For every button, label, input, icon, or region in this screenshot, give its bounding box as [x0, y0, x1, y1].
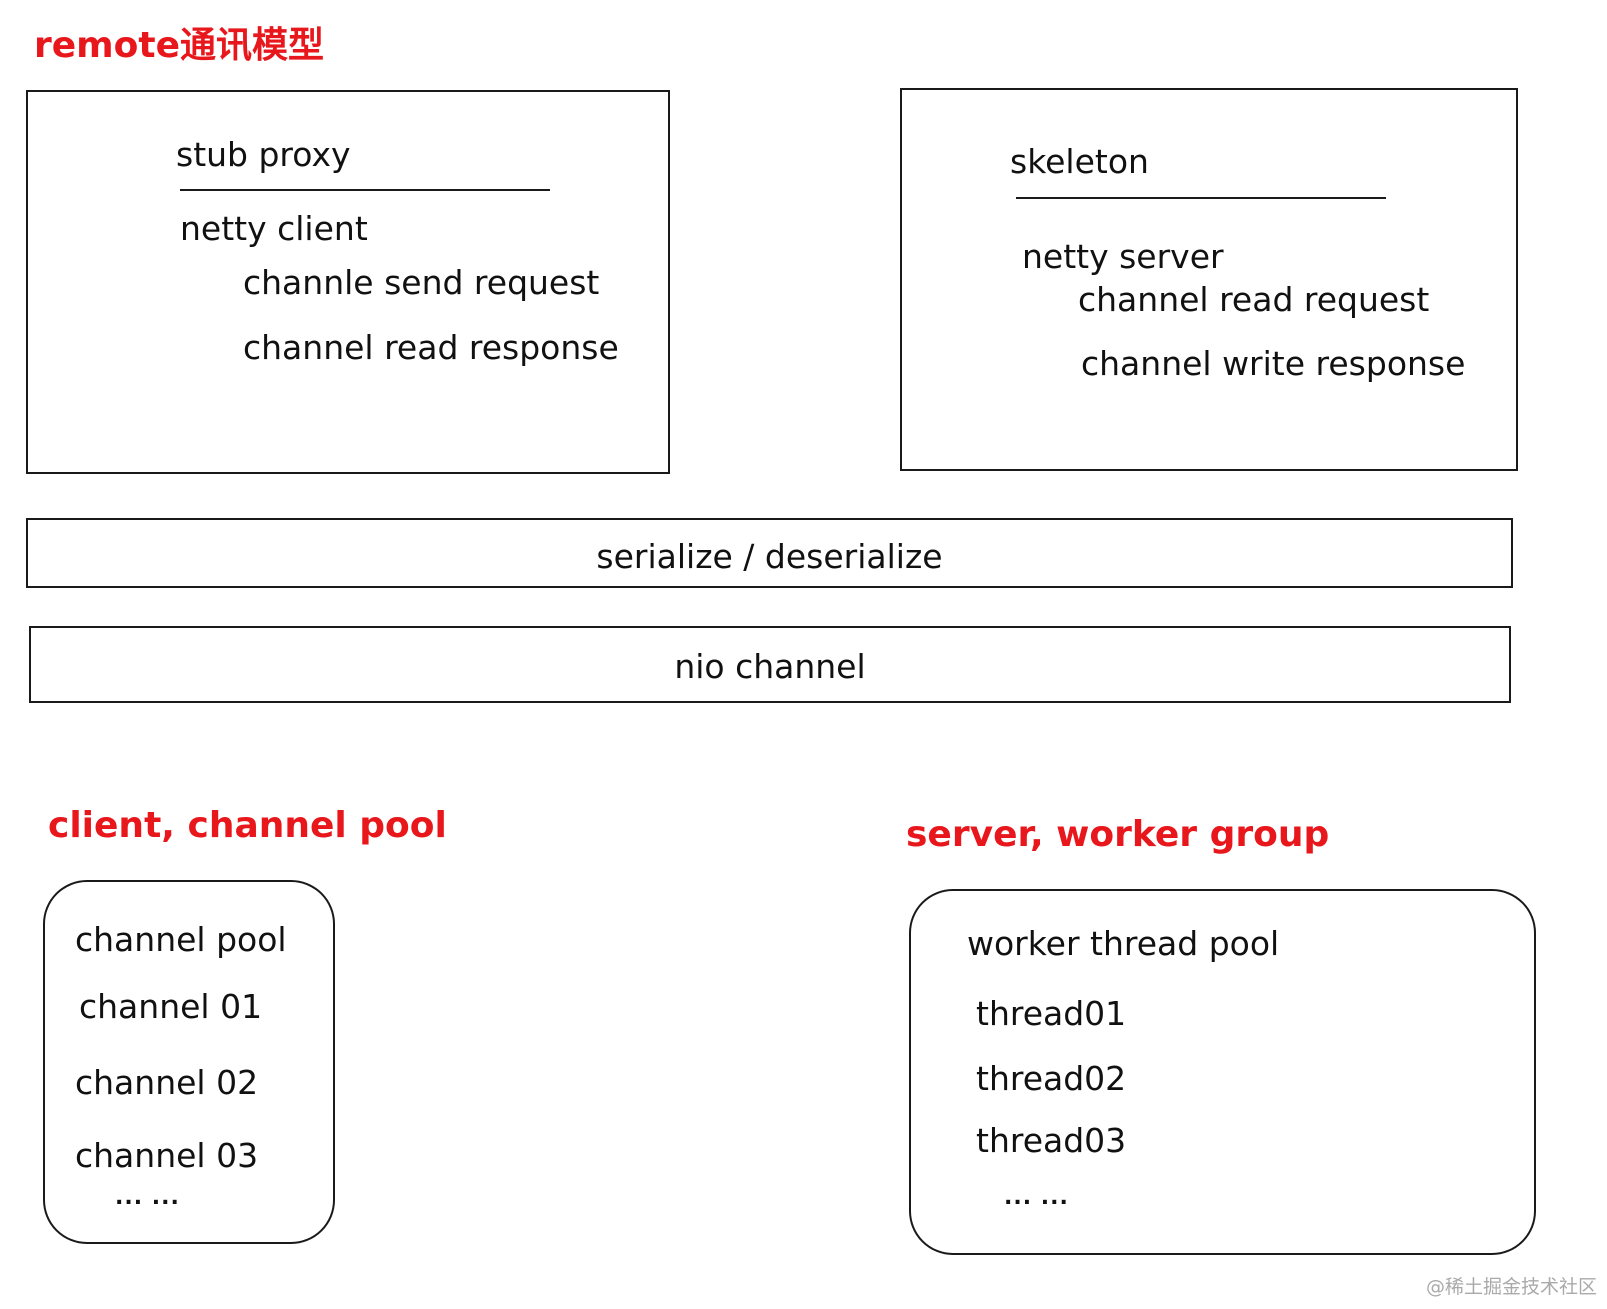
netty-client-label: netty client	[180, 209, 368, 248]
worker-thread-pool-box: worker thread pool thread01 thread02 thr…	[909, 889, 1536, 1255]
channel-pool-label: channel pool	[75, 920, 287, 959]
skeleton-box: skeleton netty server channel read reque…	[900, 88, 1518, 471]
server-item-write-response: channel write response	[1081, 344, 1466, 383]
channel-pool-box: channel pool channel 01 channel 02 chann…	[43, 880, 335, 1244]
skeleton-divider	[1016, 197, 1386, 199]
channel-more-ellipsis: ... ...	[115, 1185, 180, 1210]
serialize-layer: serialize / deserialize	[26, 518, 1513, 588]
stub-proxy-box: stub proxy netty client channle send req…	[26, 90, 670, 474]
thread-item-02: thread02	[976, 1059, 1127, 1098]
thread-item-03: thread03	[976, 1121, 1127, 1160]
stub-proxy-label: stub proxy	[176, 135, 351, 174]
nio-channel-layer-label: nio channel	[674, 647, 866, 686]
channel-item-03: channel 03	[75, 1136, 259, 1175]
client-item-read-response: channel read response	[243, 328, 619, 367]
worker-thread-pool-label: worker thread pool	[967, 924, 1280, 963]
server-item-read-request: channel read request	[1078, 280, 1430, 319]
thread-more-ellipsis: ... ...	[1004, 1185, 1069, 1210]
client-pool-section-title: client, channel pool	[48, 805, 447, 846]
watermark-text: @稀土掘金技术社区	[1425, 1276, 1597, 1298]
nio-channel-layer: nio channel	[29, 626, 1511, 703]
diagram-title: remote通讯模型	[34, 25, 325, 66]
client-item-send-request: channle send request	[243, 263, 600, 302]
channel-item-02: channel 02	[75, 1063, 259, 1102]
channel-item-01: channel 01	[79, 987, 263, 1026]
serialize-layer-label: serialize / deserialize	[596, 537, 943, 576]
skeleton-label: skeleton	[1010, 142, 1149, 181]
thread-item-01: thread01	[976, 994, 1127, 1033]
stub-proxy-divider	[180, 189, 550, 191]
server-worker-section-title: server, worker group	[906, 814, 1330, 855]
netty-server-label: netty server	[1022, 237, 1224, 276]
